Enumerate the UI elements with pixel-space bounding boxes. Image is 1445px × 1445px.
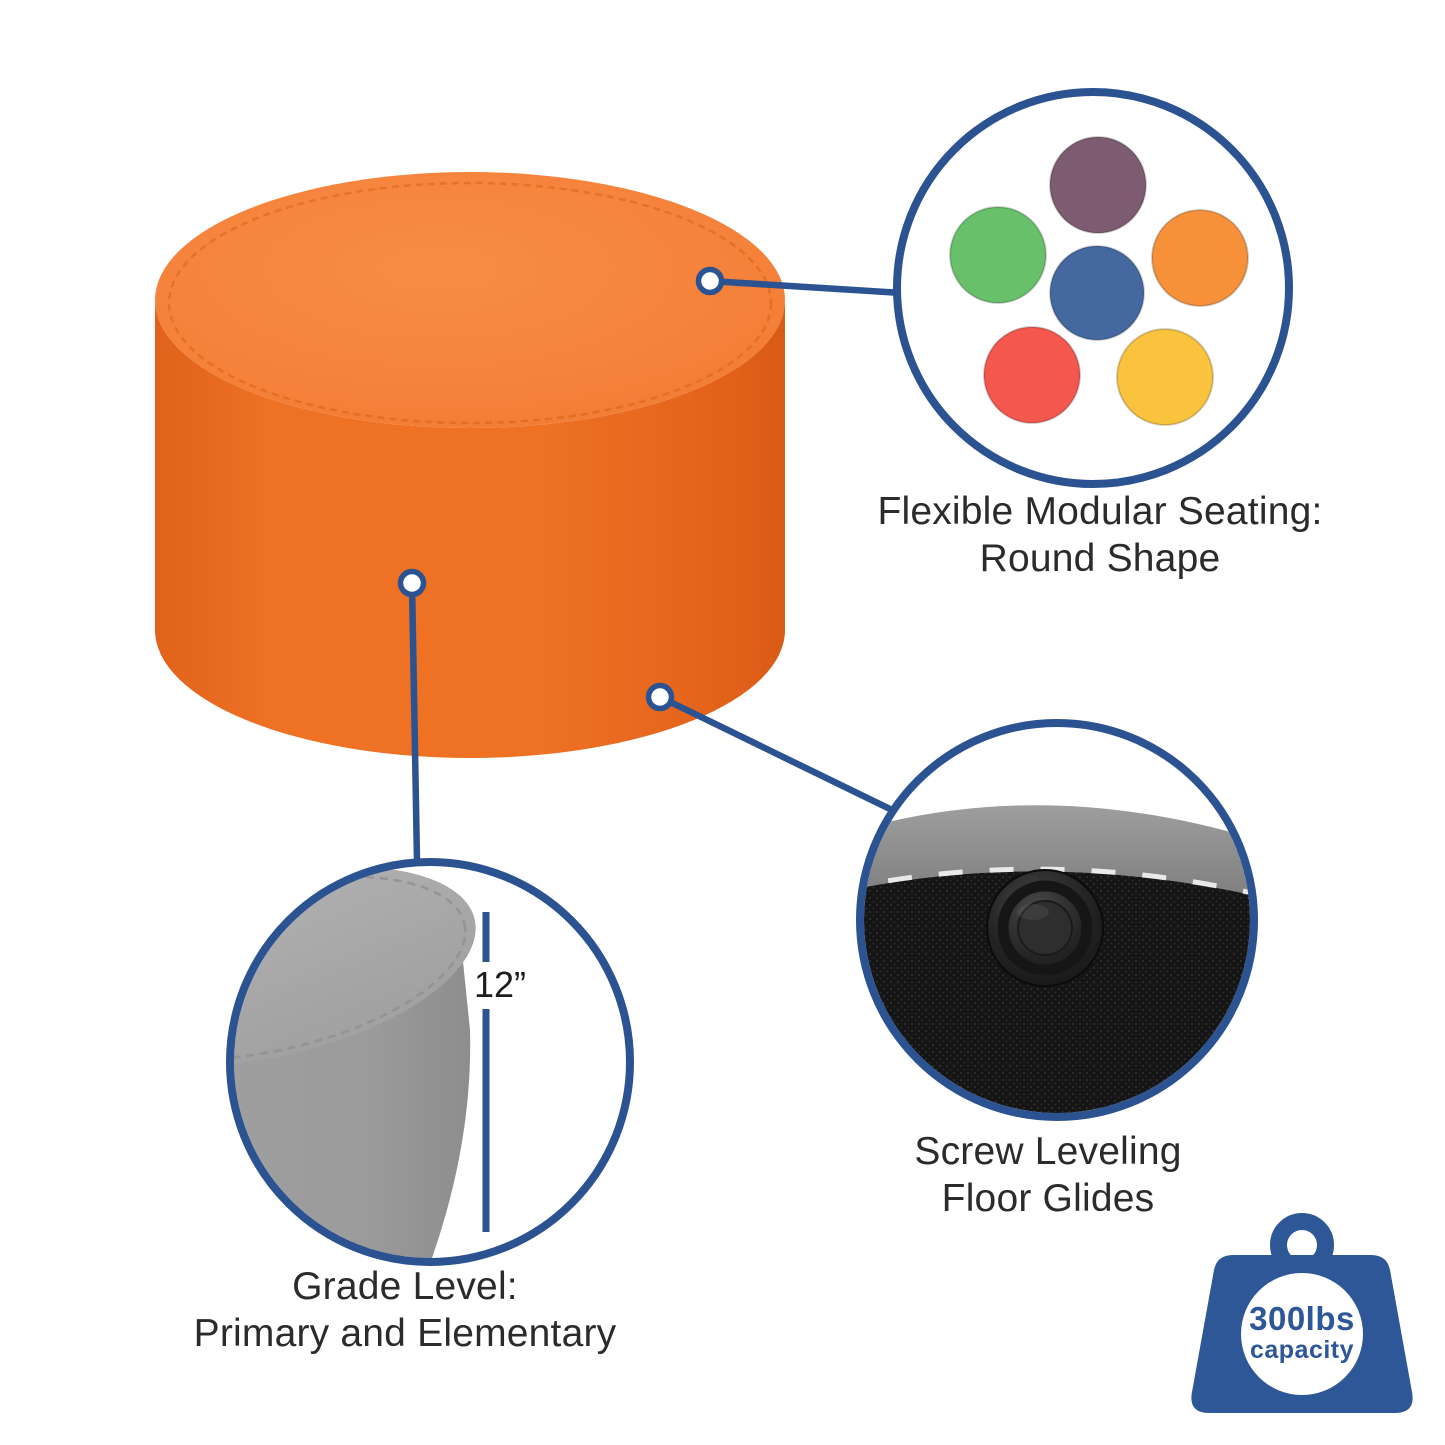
connector-line-left (408, 579, 421, 865)
connector-line-top (706, 277, 906, 297)
capacity-value: 300lbs (1249, 1300, 1355, 1337)
ottoman-top (155, 172, 785, 428)
callout-circle-colors (893, 88, 1293, 488)
callout-connectors (408, 277, 906, 865)
swatch-red (983, 326, 1081, 424)
swatch-orange (1151, 209, 1249, 307)
caption-grade-line1: Grade Level: (292, 1265, 518, 1308)
gray-ottoman-seam (234, 875, 467, 1061)
swatch-purple (1049, 136, 1147, 234)
weight-badge-circle (1241, 1273, 1363, 1395)
capacity-badge-text: 300lbs capacity (1227, 1302, 1377, 1363)
floor-glide (986, 869, 1104, 987)
caption-modular-line1: Flexible Modular Seating: (877, 490, 1323, 533)
gray-ottoman-image (234, 866, 476, 1258)
anchor-dot-left (397, 568, 427, 598)
glide-stitch-line (864, 866, 1250, 905)
caption-glides-line2: Floor Glides (941, 1177, 1155, 1220)
caption-glides-line1: Screw Leveling (914, 1130, 1182, 1173)
glide-leather-edge (864, 805, 1250, 905)
anchor-dot-top (695, 266, 725, 296)
height-dimension-label: 12” (473, 964, 527, 1005)
callout-anchor-dots (397, 266, 725, 712)
ottoman-side (155, 300, 785, 758)
glide-mesh-bottom (864, 871, 1250, 1113)
callout-circle-glide (856, 719, 1258, 1121)
caption-modular-line2: Round Shape (979, 537, 1221, 580)
caption-grade-level: Grade Level: Primary and Elementary (105, 1263, 705, 1357)
swatch-green (949, 206, 1047, 304)
anchor-dot-bottom (645, 682, 675, 712)
capacity-word: capacity (1249, 1336, 1355, 1364)
ottoman-seam-stitch (167, 181, 773, 425)
weight-capacity-icon (1191, 1213, 1413, 1413)
caption-modular-seating: Flexible Modular Seating: Round Shape (800, 488, 1400, 582)
connector-line-bottom (656, 693, 896, 814)
swatch-yellow (1116, 328, 1214, 426)
caption-floor-glides: Screw Leveling Floor Glides (748, 1128, 1348, 1222)
gray-ottoman-top (234, 866, 476, 1066)
caption-grade-line2: Primary and Elementary (193, 1312, 617, 1355)
orange-ottoman-image (155, 172, 785, 758)
callout-circle-height (226, 858, 634, 1266)
swatch-blue (1049, 245, 1145, 341)
